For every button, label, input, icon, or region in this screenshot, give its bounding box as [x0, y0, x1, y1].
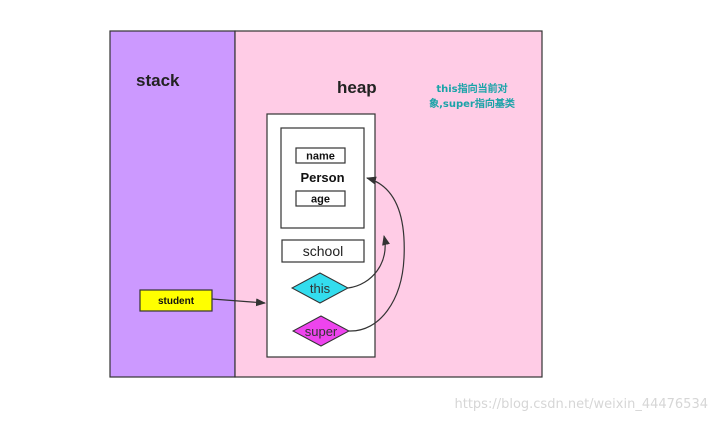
- student-to-object-arrow: [211, 298, 266, 307]
- person-object-box: [280, 127, 365, 229]
- student-reference-box: [139, 289, 213, 312]
- person-label: Person: [300, 170, 344, 185]
- super-pointer-arrow: [348, 176, 405, 332]
- note-line-2: 象,super指向基类: [429, 97, 515, 110]
- stack-label: stack: [136, 71, 180, 90]
- this-label: this: [310, 281, 331, 296]
- student-reference-label: student: [158, 296, 195, 307]
- stack-region: [109, 30, 236, 378]
- super-diamond: [291, 315, 351, 347]
- heap-label: heap: [337, 78, 377, 97]
- school-field-label: school: [303, 243, 343, 259]
- name-field-label: name: [306, 151, 335, 163]
- name-field-box: [295, 147, 346, 164]
- note-line-1: this指向当前对: [436, 82, 507, 95]
- age-field-box: [295, 190, 346, 207]
- watermark-text: https://blog.csdn.net/weixin_44476534: [454, 397, 708, 412]
- super-label: super: [305, 324, 338, 339]
- this-diamond: [290, 272, 350, 304]
- age-field-label: age: [311, 194, 330, 206]
- school-field-box: [281, 239, 365, 263]
- this-pointer-arrow: [347, 235, 390, 289]
